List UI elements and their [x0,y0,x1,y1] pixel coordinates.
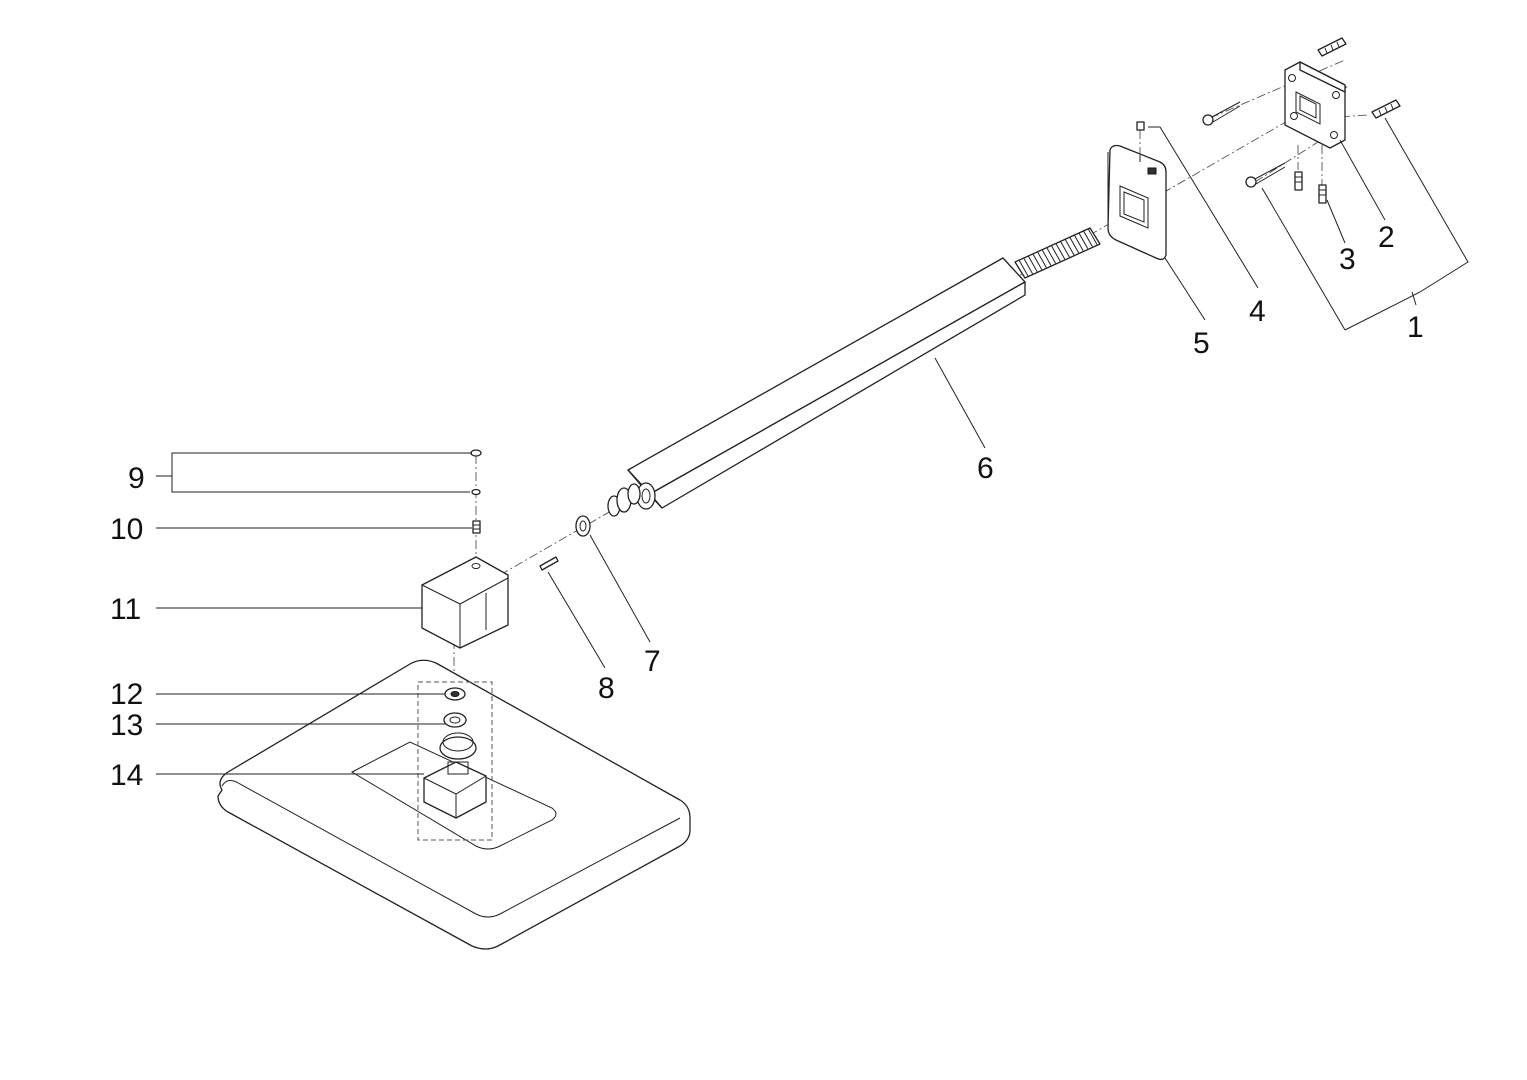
callout-12: 12 [110,678,143,711]
arm-thread [1014,227,1101,279]
callout-1: 1 [1407,311,1424,344]
flow-connector [607,483,641,517]
leader-6 [934,357,986,449]
head-connector [423,732,487,819]
callout-9: 9 [128,462,145,495]
callout-4: 4 [1249,295,1266,328]
thread-ridge [1082,230,1093,247]
leader-5 [1164,257,1206,321]
callout-leader-lines [156,117,1469,775]
thread-ridge [1073,234,1084,252]
wall-dowel-top [1317,37,1347,57]
callout-5: 5 [1193,327,1210,360]
seal-ring [575,515,591,537]
leader-3 [1326,199,1346,244]
arm-thread-ridges [1018,228,1098,277]
callout-13: 13 [110,709,143,742]
fixing-screw-lower [1245,162,1286,188]
callout-11: 11 [110,593,141,626]
thread-ridge [1041,249,1052,266]
leader-4 [1148,126,1259,289]
assembly-axis-lines [453,59,1369,690]
nut [443,712,467,728]
leader-2 [1339,139,1386,221]
thread-ridge [1032,253,1043,270]
thread-ridge [1023,257,1034,275]
callout-10: 10 [110,513,143,546]
leader-1-lower [1261,187,1346,331]
lock-ring [444,687,466,701]
thread-ridge [1027,255,1038,273]
set-screw [1136,121,1145,131]
callout-7: 7 [644,645,661,678]
thread-ridge [1078,232,1089,249]
grub-screw-pair [1294,171,1327,204]
callout-labels: 1 2 3 4 5 6 7 8 9 10 11 12 13 14 [110,221,1424,792]
connection-dashed-box [417,681,493,841]
shower-arm [627,227,1101,510]
thread-ridge [1064,238,1075,256]
connection-pin [539,556,559,571]
fixing-screw-upper [1202,101,1241,126]
thread-ridge [1036,251,1047,268]
callout-2: 2 [1378,221,1395,254]
callout-14: 14 [110,759,143,792]
thread-ridge [1055,242,1066,260]
leader-9 [171,452,472,493]
leader-1 [1344,117,1469,331]
thread-ridge [1069,236,1080,254]
thread-ridge [1050,245,1061,262]
thread-ridge [1087,228,1098,245]
callout-8: 8 [598,672,615,705]
elbow-joint [421,556,509,649]
callout-6: 6 [977,452,994,485]
grub-screw [472,520,481,534]
leader-1-tick [1411,291,1417,306]
thread-ridge [1018,259,1029,277]
leader-7 [589,534,651,643]
callout-3: 3 [1339,243,1356,276]
thread-ridge [1059,240,1070,258]
wall-rosette [1107,144,1167,261]
thread-ridge [1046,247,1057,264]
wall-bracket-plate [1284,61,1346,149]
wall-dowel-right [1371,99,1401,119]
leader-8 [547,571,606,669]
